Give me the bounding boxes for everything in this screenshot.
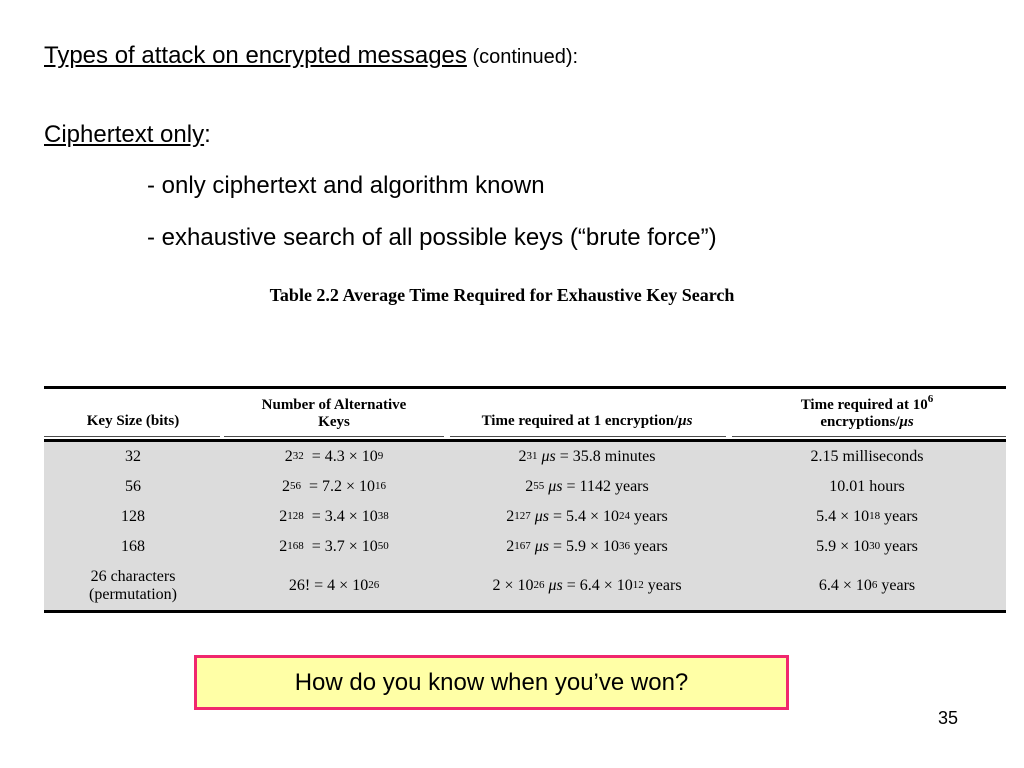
table-cell-key-size: 128 — [44, 502, 222, 532]
cell-text: 168 — [121, 537, 145, 555]
header-time-1-encryption: Time required at 1 encryption/μs — [446, 402, 728, 442]
cell-unit: μs — [530, 537, 549, 555]
header-time-1-text: Time required at 1 encryption/ — [481, 413, 679, 430]
header-time-2-exp: 6 — [927, 392, 934, 405]
bullet-item: - exhaustive search of all possible keys… — [147, 224, 717, 251]
section-heading-label: Ciphertext only — [44, 121, 205, 148]
cell-unit: μs — [537, 447, 556, 465]
cell-text: years — [643, 576, 682, 594]
table-top-rule — [44, 386, 1006, 389]
cell-text: 6.4 × 10 — [818, 576, 872, 594]
cell-text: 56 — [125, 477, 141, 495]
header-underline — [224, 436, 444, 437]
cell-text: = 5.9 × 10 — [548, 537, 620, 555]
header-key-size-text: Key Size (bits) — [86, 413, 180, 430]
cell-text: = 6.4 × 10 — [562, 576, 633, 594]
header-time-2-line2: encryptions/ — [820, 414, 900, 430]
bullet-item: - only ciphertext and algorithm known — [147, 172, 545, 199]
table-cell-key-size: 32 — [44, 442, 222, 472]
cell-text: 2 — [281, 477, 290, 495]
table-cell-key-size: 168 — [44, 532, 222, 562]
table-cell-key-size: 56 — [44, 472, 222, 502]
cell-text: = 5.4 × 10 — [548, 507, 620, 525]
header-number-of-keys: Number of Alternative Keys — [222, 392, 446, 436]
table-header-rule — [44, 439, 1006, 442]
cell-text: 26 characters — [90, 567, 176, 585]
cell-text: 2 — [518, 447, 527, 465]
cell-text: 2 — [506, 537, 515, 555]
header-number-of-keys-line1: Number of Alternative — [261, 396, 407, 413]
cell-text: (permutation) — [89, 586, 177, 603]
cell-text: 2 — [279, 507, 288, 525]
cell-text: 2.15 milliseconds — [810, 447, 924, 465]
header-time-2-line1: Time required at 10 — [800, 396, 928, 413]
cell-text: years — [880, 537, 918, 555]
header-time-2-unit: μs — [899, 414, 914, 430]
cell-text: = 3.7 × 10 — [303, 537, 378, 555]
section-heading: Ciphertext only: — [44, 121, 211, 149]
cell-text: years — [630, 537, 668, 555]
question-callout: How do you know when you’ve won? — [194, 655, 789, 710]
cell-text: = 7.2 × 10 — [300, 477, 376, 495]
cell-unit: μs — [544, 477, 563, 495]
cell-text: = 4.3 × 10 — [303, 447, 378, 465]
cell-text: 26! = 4 × 10 — [288, 576, 369, 594]
cell-text: 32 — [125, 447, 141, 465]
header-number-of-keys-line2: Keys — [318, 414, 350, 430]
header-time-1-unit: μs — [678, 413, 693, 430]
table-cell-key-size: 26 characters (permutation) — [44, 564, 222, 608]
cell-text: 2 — [525, 477, 534, 495]
table-cell-time-2: 2.15 milliseconds — [728, 442, 1006, 472]
header-key-size: Key Size (bits) — [44, 402, 222, 442]
section-heading-colon: : — [204, 121, 211, 148]
title-main: Types of attack on encrypted messages — [44, 42, 467, 69]
cell-text: 10.01 hours — [829, 477, 905, 495]
title-suffix: (continued): — [466, 46, 579, 68]
table-bottom-rule — [44, 610, 1006, 613]
header-time-10e6-encryptions: Time required at 106 encryptions/μs — [728, 392, 1006, 436]
cell-text: years — [630, 507, 668, 525]
cell-text: 2 — [506, 507, 515, 525]
cell-unit: μs — [530, 507, 549, 525]
table-cell-time-2: 10.01 hours — [728, 472, 1006, 502]
cell-text: 2 — [279, 537, 288, 555]
cell-text: 2 — [284, 447, 293, 465]
table-body-band — [44, 442, 1006, 610]
cell-unit: μs — [544, 576, 563, 594]
cell-text: = 1142 years — [562, 477, 649, 495]
header-underline — [450, 436, 726, 437]
cell-text: 5.4 × 10 — [816, 507, 870, 525]
question-callout-text: How do you know when you’ve won? — [294, 668, 689, 696]
table-header-band — [44, 389, 1006, 439]
slide-title: Types of attack on encrypted messages (c… — [44, 42, 578, 70]
cell-text: years — [877, 576, 916, 594]
key-search-table: Key Size (bits) Number of Alternative Ke… — [44, 386, 1006, 613]
cell-text: 128 — [121, 507, 145, 525]
table-caption: Table 2.2 Average Time Required for Exha… — [269, 285, 735, 305]
cell-text: years — [880, 507, 918, 525]
header-underline — [44, 436, 220, 437]
cell-text: = 35.8 minutes — [555, 447, 656, 465]
cell-text: = 3.4 × 10 — [303, 507, 378, 525]
cell-text: 2 × 10 — [492, 576, 534, 594]
cell-text: 5.9 × 10 — [816, 537, 870, 555]
header-underline — [732, 436, 1006, 437]
page-number: 35 — [938, 708, 959, 728]
